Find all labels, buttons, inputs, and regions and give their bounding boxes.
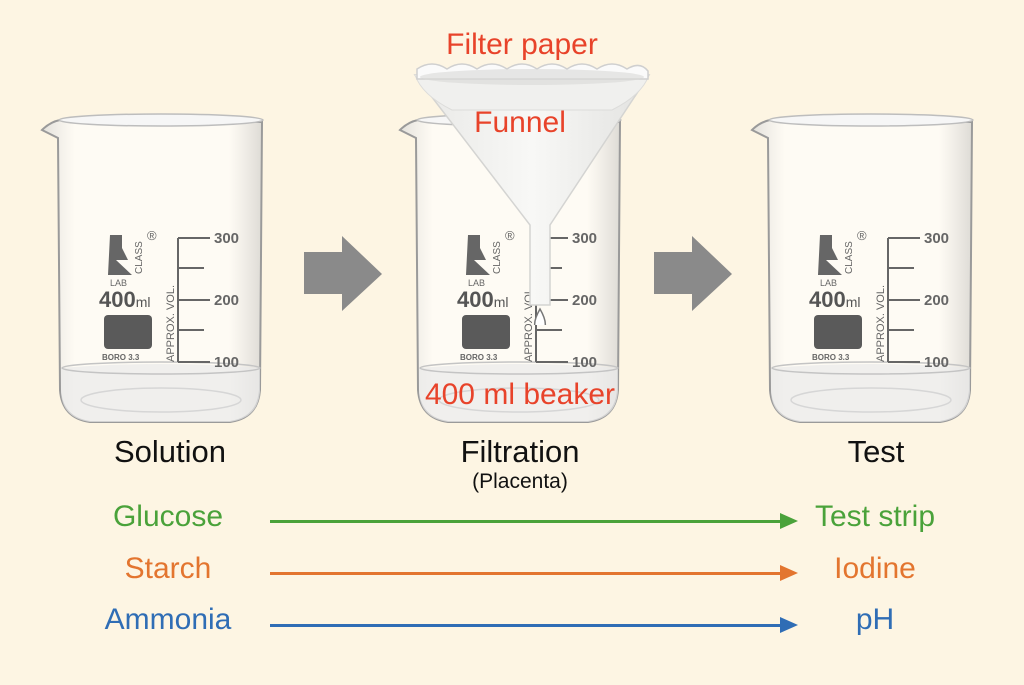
solution-beaker: CLASS ® LAB 400ml BORO 3.3 APPROX. VOL. …: [30, 100, 270, 435]
svg-text:300: 300: [924, 230, 949, 247]
svg-text:100: 100: [924, 354, 949, 371]
svg-text:LAB: LAB: [468, 278, 485, 288]
arrowhead-icon: [780, 565, 798, 581]
stage-label-test: Test: [847, 434, 905, 469]
substance-label: Glucose: [112, 500, 224, 533]
svg-text:300: 300: [572, 230, 597, 247]
svg-text:®: ®: [505, 228, 515, 243]
substance-label: Ammonia: [104, 603, 232, 636]
svg-text:200: 200: [924, 292, 949, 309]
svg-text:LAB: LAB: [110, 278, 127, 288]
svg-text:BORO 3.3: BORO 3.3: [102, 353, 140, 362]
svg-text:®: ®: [857, 228, 867, 243]
method-label: Iodine: [834, 552, 916, 585]
beaker-icon: CLASS ® LAB 400ml BORO 3.3 APPROX. VOL. …: [40, 113, 264, 423]
arrowhead-icon: [780, 617, 798, 633]
svg-text:CLASS: CLASS: [492, 241, 503, 274]
svg-text:APPROX. VOL.: APPROX. VOL.: [165, 285, 177, 362]
svg-text:400ml: 400ml: [809, 287, 861, 312]
svg-text:APPROX. VOL.: APPROX. VOL.: [875, 285, 887, 362]
method-label: pH: [855, 603, 895, 636]
svg-text:BORO 3.3: BORO 3.3: [812, 353, 850, 362]
method-label: Test strip: [814, 500, 936, 533]
right-arrow-icon: [654, 236, 732, 311]
svg-text:100: 100: [572, 354, 597, 371]
substance-label: Starch: [124, 552, 212, 585]
filter-paper-icon: [416, 63, 649, 85]
svg-text:LAB: LAB: [820, 278, 837, 288]
filter-paper-annotation: Filter paper: [446, 28, 598, 61]
funnel-annotation: Funnel: [474, 106, 566, 139]
beaker-annotation: 400 ml beaker: [424, 378, 616, 411]
beaker-icon: CLASS ® LAB 400ml BORO 3.3 APPROX. VOL. …: [750, 113, 974, 423]
stage-label-filtration: Filtration: [460, 434, 580, 469]
funnel-icon: [413, 63, 651, 325]
test-beaker: CLASS ® LAB 400ml BORO 3.3 APPROX. VOL. …: [740, 100, 980, 435]
connector-line: [270, 520, 782, 523]
svg-text:100: 100: [214, 354, 239, 371]
svg-text:CLASS: CLASS: [134, 241, 145, 274]
svg-text:400ml: 400ml: [457, 287, 509, 312]
connector-line: [270, 624, 782, 627]
svg-text:CLASS: CLASS: [844, 241, 855, 274]
svg-text:200: 200: [214, 292, 239, 309]
connector-line: [270, 572, 782, 575]
svg-text:300: 300: [214, 230, 239, 247]
right-arrow-icon: [304, 236, 382, 311]
stage-sublabel-filtration: (Placenta): [472, 470, 568, 493]
svg-text:®: ®: [147, 228, 157, 243]
arrowhead-icon: [780, 513, 798, 529]
svg-text:400ml: 400ml: [99, 287, 151, 312]
svg-text:BORO 3.3: BORO 3.3: [460, 353, 498, 362]
stage-label-solution: Solution: [113, 434, 227, 469]
svg-text:200: 200: [572, 292, 597, 309]
